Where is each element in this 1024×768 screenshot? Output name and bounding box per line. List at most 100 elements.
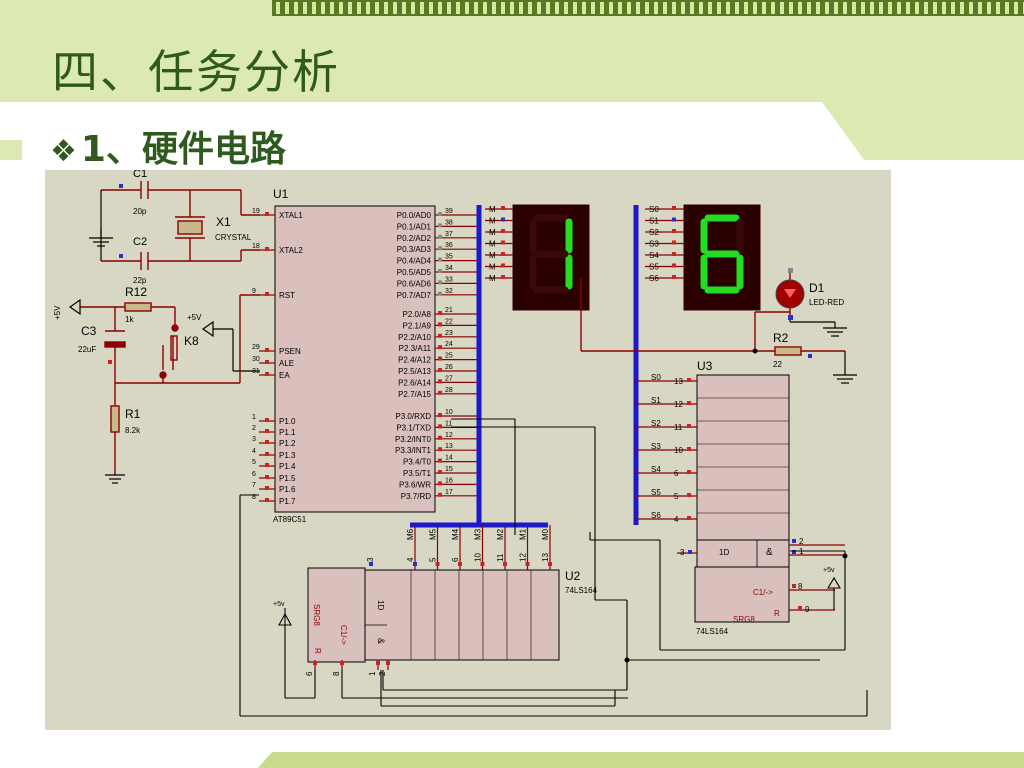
pin-marker	[438, 223, 442, 228]
u2-ref: U2	[565, 569, 581, 583]
header-stripe	[978, 2, 982, 14]
header-stripe	[447, 2, 451, 14]
u3-input-block	[696, 539, 790, 568]
header-stripe	[771, 2, 775, 14]
r12-value: 1k	[125, 315, 134, 324]
ground-reset	[105, 474, 125, 484]
display-pin-label: M	[489, 240, 496, 249]
header-stripe	[420, 2, 424, 14]
pin-marker	[435, 562, 440, 566]
capacitor-c1	[101, 181, 241, 199]
u1-body	[274, 205, 436, 513]
pin-marker-red	[265, 452, 269, 456]
u1-pin-number: 15	[445, 466, 453, 473]
u1-pin-name: P2.2/A10	[398, 333, 431, 342]
u1-pin-number: 32	[445, 288, 453, 295]
u1-pin-number: 18	[252, 243, 260, 250]
u1-pin-number: 25	[445, 353, 453, 360]
header-stripe	[681, 2, 685, 14]
display-pin-label: M	[489, 228, 496, 237]
slide-title: 四、任务分析	[52, 45, 340, 99]
u1-pin-number: 1	[252, 414, 256, 421]
u2-srg-label: SRG8	[312, 604, 321, 626]
u1-pin-number: 22	[445, 318, 453, 325]
pin-marker-red	[265, 348, 269, 352]
u1-pin-number: 16	[445, 477, 453, 484]
pin-marker-red	[265, 418, 269, 422]
header-stripe	[888, 2, 892, 14]
u2-vcc-label: +5v	[273, 601, 285, 608]
pin-marker-blue	[119, 184, 123, 188]
u1-pin-name: XTAL1	[279, 211, 303, 220]
u3-r-label: R	[774, 609, 780, 618]
header-stripe	[510, 2, 514, 14]
u2-output-label: M5	[429, 528, 438, 540]
header-stripe	[294, 2, 298, 14]
data-bus	[410, 205, 639, 528]
pin-marker-red	[687, 516, 691, 520]
u3-control-block	[694, 566, 790, 623]
header-stripe	[411, 2, 415, 14]
u1-pin-number: 2	[252, 425, 256, 432]
u1-pin-number: 23	[445, 330, 453, 337]
junction-dot	[842, 553, 848, 559]
header-stripe	[465, 2, 469, 14]
header-stripe	[933, 2, 937, 14]
u2-output-label: M4	[451, 528, 460, 540]
header-stripe	[384, 2, 388, 14]
u1-pin-name: P3.2/INT0	[395, 435, 432, 444]
u1-pin-number: 38	[445, 219, 453, 226]
u3-pin-number: 3	[680, 548, 685, 557]
ground-r2	[833, 351, 857, 384]
header-stripe	[996, 2, 1000, 14]
u1-pin-name: ALE	[279, 359, 294, 368]
u1-pin-number: 12	[445, 432, 453, 439]
pin-marker	[438, 246, 442, 251]
u3-output-label: S4	[651, 465, 661, 474]
display-pin-label: M	[489, 217, 496, 226]
pin-marker	[438, 280, 442, 285]
pin-marker	[548, 562, 552, 566]
r12-ref: R12	[125, 285, 147, 299]
pin-marker	[672, 217, 676, 222]
u1-pin-name: P2.1/A9	[403, 321, 432, 330]
header-stripe	[744, 2, 748, 14]
subtitle-text: 1、硬件电路	[80, 129, 286, 170]
header-stripe	[708, 2, 712, 14]
c1-ref: C1	[133, 170, 147, 180]
header-stripe	[609, 2, 613, 14]
vcc-arrow-k8	[201, 320, 260, 372]
header-stripe	[843, 2, 847, 14]
pin-marker-red	[340, 661, 344, 665]
display-pin-label: S6	[649, 274, 659, 283]
u3-part: 74LS164	[696, 627, 729, 636]
u3-pin-number: 5	[674, 492, 679, 501]
u2-control-block	[307, 567, 366, 663]
pin-marker-red	[265, 440, 269, 444]
u1-pin-name: P3.3/INT1	[395, 446, 432, 455]
pin-marker-red	[313, 661, 317, 665]
resistor-r2	[581, 311, 845, 356]
pin-marker	[672, 275, 676, 279]
header-stripe	[690, 2, 694, 14]
u3-and-label: &	[766, 547, 773, 558]
u3-pin-number: 10	[674, 446, 683, 455]
u1-pin-name: P2.3/A11	[399, 344, 432, 353]
header-stripe	[942, 2, 946, 14]
pin-marker-red	[265, 212, 269, 216]
header-stripe	[627, 2, 631, 14]
u1-pin-name: P0.5/AD5	[397, 268, 432, 277]
junction-dot	[624, 657, 630, 663]
u1-pin-name: P1.2	[279, 439, 296, 448]
u1-pin-number: 36	[445, 242, 453, 249]
header-stripe	[303, 2, 307, 14]
u1-pin-name: EA	[279, 371, 290, 380]
u1-pin-number: 7	[252, 482, 256, 489]
pin-marker	[503, 562, 507, 566]
u3-output-label: S3	[651, 442, 661, 451]
pin-marker	[438, 492, 442, 497]
header-stripe	[951, 2, 955, 14]
display-pin-label: M	[489, 263, 496, 272]
header-stripe	[528, 2, 532, 14]
u2-pin-number: 6	[451, 557, 460, 562]
